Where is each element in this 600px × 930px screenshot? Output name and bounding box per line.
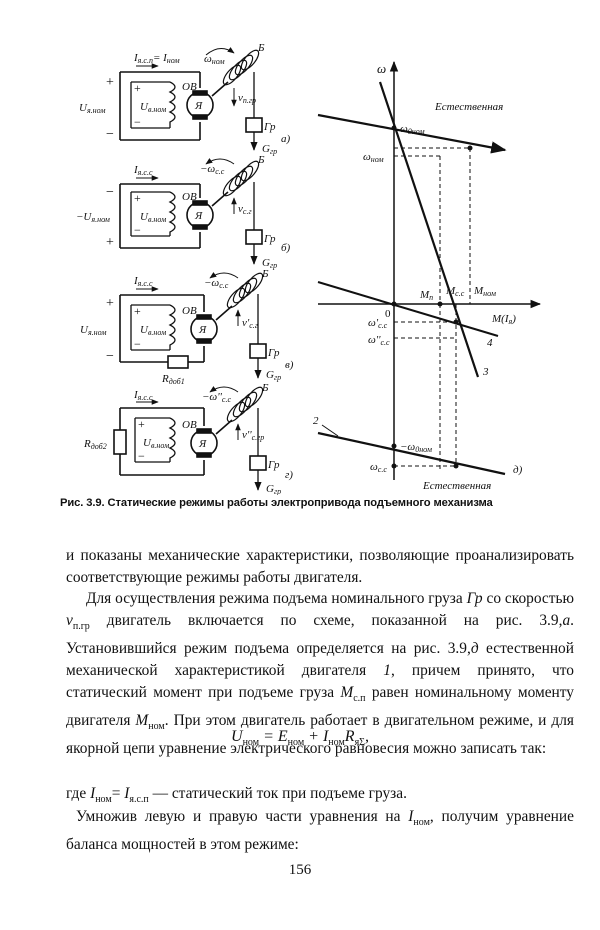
natural-characteristic-top <box>317 113 507 154</box>
equation: Uном = Eном + IномRяΣ, <box>231 728 369 749</box>
circuit-a-current: Iя.с.п= Iном <box>133 52 180 65</box>
circuit-d-load: Гр <box>267 459 280 471</box>
Mnom-label: Mном <box>473 285 496 298</box>
circuit-c-voltage: Uя.ном <box>80 324 106 337</box>
curve-2-label: 2 <box>313 415 319 427</box>
circuit-b-excitation: Uв.ном <box>140 211 166 224</box>
circuit-c-field: ОВ <box>182 305 197 317</box>
svg-text:+: + <box>106 75 114 90</box>
circuit-a-armature: Я <box>194 100 203 112</box>
circuit-d-current: Iя.с.с <box>133 389 153 402</box>
circuit-a-tag: а) <box>281 133 291 145</box>
wnom-label: ωном <box>363 151 384 164</box>
natural-characteristic-bottom <box>317 431 506 476</box>
circuit-d-resistor: Rдоб2 <box>83 438 107 451</box>
circuit-d-drum: Б <box>261 382 269 394</box>
circuit-b-field: ОВ <box>182 191 197 203</box>
circuit-d-field: ОВ <box>182 419 197 431</box>
circuit-a-drum: Б <box>257 42 265 54</box>
characteristic-plot <box>317 60 542 480</box>
w0nom-label: ω0ном <box>400 123 425 136</box>
characteristic-3 <box>378 81 480 378</box>
figure-caption: Рис. 3.9. Статические режимы работы элек… <box>60 497 493 509</box>
circuit-a-excitation: Uв.ном <box>140 101 166 114</box>
circuit-c-armature: Я <box>198 324 207 336</box>
svg-text:−: − <box>106 127 114 142</box>
svg-text:−: − <box>138 449 145 463</box>
page-number: 156 <box>288 862 312 878</box>
svg-text:+: + <box>106 235 114 250</box>
svg-text:+: + <box>134 191 141 205</box>
circuit-d-armature: Я <box>198 438 207 450</box>
paragraph-1: и показаны механические характеристики, … <box>66 547 574 586</box>
Mss-label: Mс.с <box>445 285 465 298</box>
omega-axis-label: ω <box>377 61 386 76</box>
circuit-c-load: Гр <box>267 347 280 359</box>
svg-text:−: − <box>106 185 114 200</box>
wss-label: ωс.с <box>370 461 387 474</box>
svg-text:−: − <box>134 115 141 129</box>
natural-top-label: Естественная <box>434 101 503 113</box>
circuit-a-field: ОВ <box>182 81 197 93</box>
circuit-c-current: Iя.с.с <box>133 275 153 288</box>
circuit-c-force: Gгр <box>266 369 281 382</box>
circuit-c-drum: Б <box>261 268 269 280</box>
circuit-b-force: Gгр <box>262 257 277 270</box>
svg-text:+: + <box>138 417 145 431</box>
svg-text:+: + <box>106 296 114 311</box>
svg-text:−: − <box>106 349 114 364</box>
circuit-c <box>119 272 267 379</box>
mw0nom-label: −ω0ном <box>400 441 432 454</box>
circuit-a <box>119 47 263 151</box>
circuit-d <box>113 386 267 491</box>
circuit-b-current: Iя.с.с <box>133 164 153 177</box>
natural-bottom-label: Естественная <box>422 480 491 492</box>
circuit-b-speed: −ωс.с <box>200 163 225 176</box>
circuit-d-tag: г) <box>285 469 293 481</box>
origin-label: 0 <box>385 308 391 320</box>
moment-axis-label: M(Iя) <box>491 313 516 326</box>
circuit-b-armature: Я <box>194 210 203 222</box>
svg-text:+: + <box>134 81 141 95</box>
circuit-c-tag: в) <box>285 359 294 371</box>
circuit-b-drum: Б <box>257 154 265 166</box>
svg-text:−: − <box>134 337 141 351</box>
characteristic-4 <box>317 281 499 337</box>
wss1-label: ω'с.с <box>368 317 388 330</box>
circuit-c-excitation: Uв.ном <box>140 324 166 337</box>
circuit-b-voltage: −Uя.ном <box>76 211 110 224</box>
plot-tag: д) <box>513 464 523 476</box>
circuit-a-force: Gгр <box>262 143 277 156</box>
circuit-a-velocity: vп.гр <box>238 92 256 105</box>
wss2-label: ω''с.с <box>368 334 390 347</box>
circuit-a-load: Гр <box>263 121 276 133</box>
curve-4-label: 4 <box>487 337 493 349</box>
circuit-c-velocity: v'с.г <box>242 317 258 330</box>
circuit-b-tag: б) <box>281 242 291 254</box>
circuit-d-speed: −ω''с.с <box>202 391 231 404</box>
circuit-c-resistor: Rдоб1 <box>161 373 185 386</box>
circuit-d-velocity: v''с.гр <box>242 429 264 442</box>
paragraph-2: Для осуществления режима подъема номинал… <box>66 590 574 758</box>
paragraph-3: где Iном= Iя.с.п — статический ток при п… <box>66 785 407 806</box>
circuit-b <box>119 158 263 265</box>
circuit-b-load: Гр <box>263 233 276 245</box>
svg-text:−: − <box>134 223 141 237</box>
paragraph-4: Умножив левую и правую части уравнения н… <box>66 808 574 854</box>
curve-3-label: 3 <box>482 366 489 378</box>
circuit-d-force: Gгр <box>266 483 281 495</box>
circuit-a-voltage: Uя.ном <box>79 102 105 115</box>
circuit-b-velocity: vс.г <box>238 203 252 216</box>
svg-text:+: + <box>134 304 141 318</box>
circuit-d-excitation: Uв.ном <box>143 437 169 450</box>
circuit-a-speed: ωном <box>204 53 225 66</box>
figure-3-9: Iя.с.п= Iном + − + − Uя.ном Uв.ном ОВ Я … <box>76 42 542 495</box>
circuit-c-speed: −ωс.с <box>204 277 229 290</box>
Mp-label: Mп <box>419 289 433 302</box>
